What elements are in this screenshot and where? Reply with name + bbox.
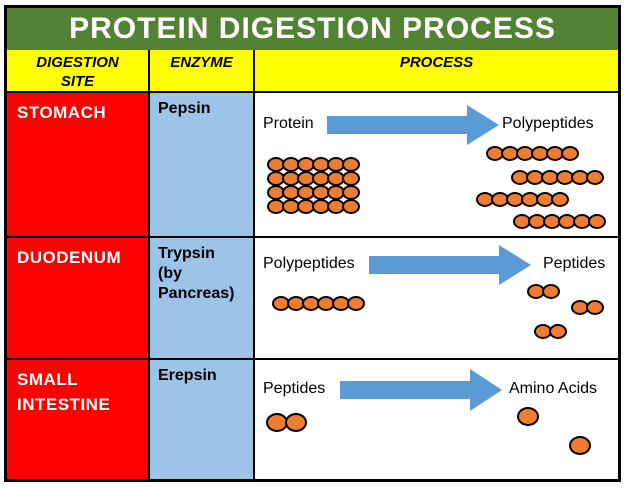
process-cell-duodenum: Polypeptides Peptides [255, 238, 618, 360]
amino-acid-bead [342, 185, 360, 200]
polypeptide-chain [513, 214, 606, 229]
amino-acid-bead [549, 324, 567, 339]
process-from-label: Polypeptides [263, 255, 355, 272]
peptide-pair [571, 300, 604, 315]
site-cell-small-intestine: SMALL INTESTINE [7, 360, 150, 479]
right-arrow-icon [327, 105, 499, 145]
column-header-digestion-site: DIGESTION SITE [7, 50, 150, 93]
peptide-pair [266, 413, 307, 432]
amino-acid-bead [342, 157, 360, 172]
amino-acid-bead [586, 300, 604, 315]
process-to-label: Peptides [543, 255, 606, 272]
column-header-process: PROCESS [255, 50, 618, 93]
bead-grid-row [267, 157, 360, 172]
process-from-label: Peptides [263, 380, 326, 397]
column-header-enzyme: ENZYME [150, 50, 255, 93]
bead-grid-row [267, 185, 360, 200]
process-from-label: Protein [263, 115, 314, 132]
amino-acid-bead [586, 170, 604, 185]
polypeptide-chain [486, 146, 579, 161]
amino-acid-bead [561, 146, 579, 161]
process-cell-small-intestine: Peptides Amino Acids [255, 360, 618, 479]
amino-acid-bead [342, 199, 360, 214]
right-arrow-icon [369, 245, 531, 285]
peptide-pair [534, 324, 567, 339]
process-to-label: Amino Acids [509, 380, 598, 397]
process-to-label: Polypeptides [502, 115, 594, 132]
process-cell-stomach: Protein Polypeptides [255, 93, 618, 238]
site-cell-duodenum: DUODENUM [7, 238, 150, 360]
amino-acid-bead [347, 296, 365, 311]
amino-acid-bead [588, 214, 606, 229]
polypeptide-chain [272, 296, 365, 311]
site-cell-stomach: STOMACH [7, 93, 150, 238]
right-arrow-icon [340, 369, 502, 411]
amino-acid-bead [542, 284, 560, 299]
amino-acid-bead [285, 413, 307, 432]
enzyme-cell-pepsin: Pepsin [150, 93, 255, 238]
polypeptide-chain [511, 170, 604, 185]
amino-acid-bead [517, 407, 539, 426]
enzyme-cell-trypsin: Trypsin (by Pancreas) [150, 238, 255, 360]
protein-bead-grid [267, 157, 360, 214]
amino-acid-single [517, 407, 539, 426]
bead-grid-row [267, 199, 360, 214]
polypeptide-chain [476, 192, 569, 207]
amino-acid-single [569, 436, 591, 455]
amino-acid-bead [551, 192, 569, 207]
protein-digestion-table: PROTEIN DIGESTION PROCESS DIGESTION SITE… [4, 5, 621, 482]
amino-acid-bead [569, 436, 591, 455]
page-title: PROTEIN DIGESTION PROCESS [7, 8, 618, 50]
bead-grid-row [267, 171, 360, 186]
peptide-pair [527, 284, 560, 299]
amino-acid-bead [342, 171, 360, 186]
enzyme-cell-erepsin: Erepsin [150, 360, 255, 479]
